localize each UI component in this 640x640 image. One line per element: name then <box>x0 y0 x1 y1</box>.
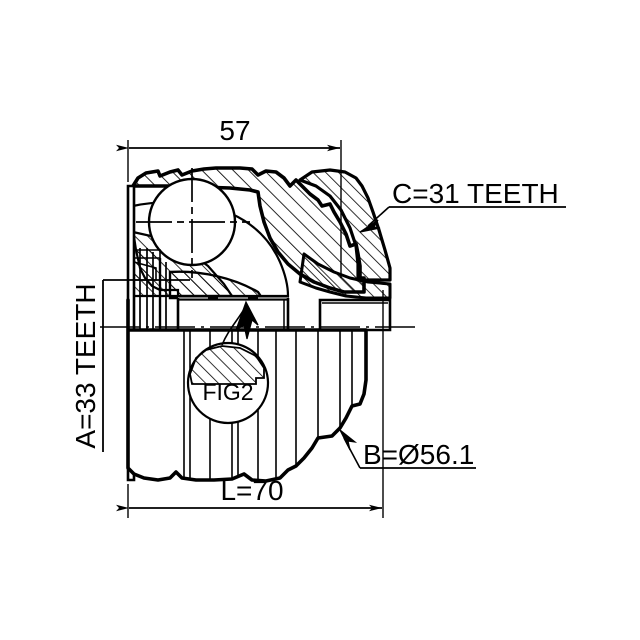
dim-label-L70: L=70 <box>220 475 283 506</box>
dimension-57: 57 <box>116 115 342 278</box>
bell-housing <box>131 166 366 294</box>
c-teeth-leader-line <box>367 206 390 227</box>
c-teeth-label: C=31 TEETH <box>392 178 559 209</box>
callout-b-diameter: B=Ø56.1 <box>339 429 476 470</box>
fig2-hatched-detail <box>189 345 265 385</box>
fig2-detail-bubble[interactable]: FIG2 <box>186 341 270 425</box>
fig2-leader <box>221 300 259 346</box>
retainer-hatch-strip <box>133 249 161 259</box>
a-teeth-label: A=33 TEETH <box>70 283 101 448</box>
fig2-leader-arrow <box>234 300 259 340</box>
outer-race-neck <box>318 298 392 332</box>
callout-c-31-teeth: C=31 TEETH <box>359 178 566 233</box>
bearing-ball <box>136 168 250 278</box>
bell-housing-outer-profile <box>131 166 366 294</box>
dim-label-57: 57 <box>219 115 250 146</box>
b-dim-leader-arrow <box>339 429 358 451</box>
c-teeth-leader-arrow <box>359 219 381 233</box>
cage-wedge-lower <box>168 270 265 300</box>
b-dim-label: B=Ø56.1 <box>363 439 474 470</box>
callout-a-33-teeth: A=33 TEETH <box>70 279 190 452</box>
dimension-L70: L=70 <box>116 290 384 518</box>
geometry-group: 57 <box>70 115 566 518</box>
outer-race-upper-lobe <box>298 168 392 282</box>
fig2-label: FIG2 <box>202 379 253 405</box>
